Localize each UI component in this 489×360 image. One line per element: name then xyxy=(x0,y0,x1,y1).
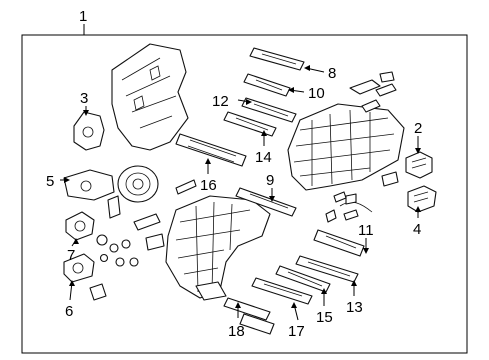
door-9 xyxy=(235,187,297,217)
actuator-4 xyxy=(407,185,437,213)
actuator-2 xyxy=(405,151,433,179)
cover-11 xyxy=(313,229,365,257)
door-14 xyxy=(223,111,277,137)
callout-2: 2 xyxy=(414,120,422,137)
callout-8: 8 xyxy=(328,65,336,82)
callout-13: 13 xyxy=(346,299,363,316)
door-10 xyxy=(243,73,291,97)
callout-6: 6 xyxy=(65,303,73,320)
motor-7 xyxy=(65,211,95,241)
callout-9: 9 xyxy=(266,172,274,189)
door-17 xyxy=(251,277,313,305)
small-fittings xyxy=(96,71,399,267)
filter-16 xyxy=(175,133,247,167)
callout-14: 14 xyxy=(255,149,272,166)
callout-10: 10 xyxy=(308,85,325,102)
motor-6 xyxy=(63,253,107,301)
door-12 xyxy=(241,97,297,123)
rod-18 xyxy=(223,297,275,335)
callout-16: 16 xyxy=(200,177,217,194)
blower-motor xyxy=(107,165,159,219)
case-housing-lower xyxy=(165,195,271,301)
callout-15: 15 xyxy=(316,309,333,326)
bracket-3 xyxy=(73,111,105,151)
door-8 xyxy=(249,47,305,71)
heater-unit-main xyxy=(287,79,405,191)
callout-3: 3 xyxy=(80,90,88,107)
callout-12: 12 xyxy=(212,93,229,110)
callout-7: 7 xyxy=(67,247,75,264)
callout-11: 11 xyxy=(358,222,374,239)
callout-5: 5 xyxy=(46,173,54,190)
assembly-frame xyxy=(21,34,468,354)
callout-1: 1 xyxy=(79,8,87,25)
callout-17: 17 xyxy=(288,323,305,340)
callout-18: 18 xyxy=(228,323,245,340)
module-5 xyxy=(63,169,115,201)
callout-4: 4 xyxy=(413,221,421,238)
case-housing-upper xyxy=(111,43,189,151)
leader-arrowheads xyxy=(64,65,421,308)
